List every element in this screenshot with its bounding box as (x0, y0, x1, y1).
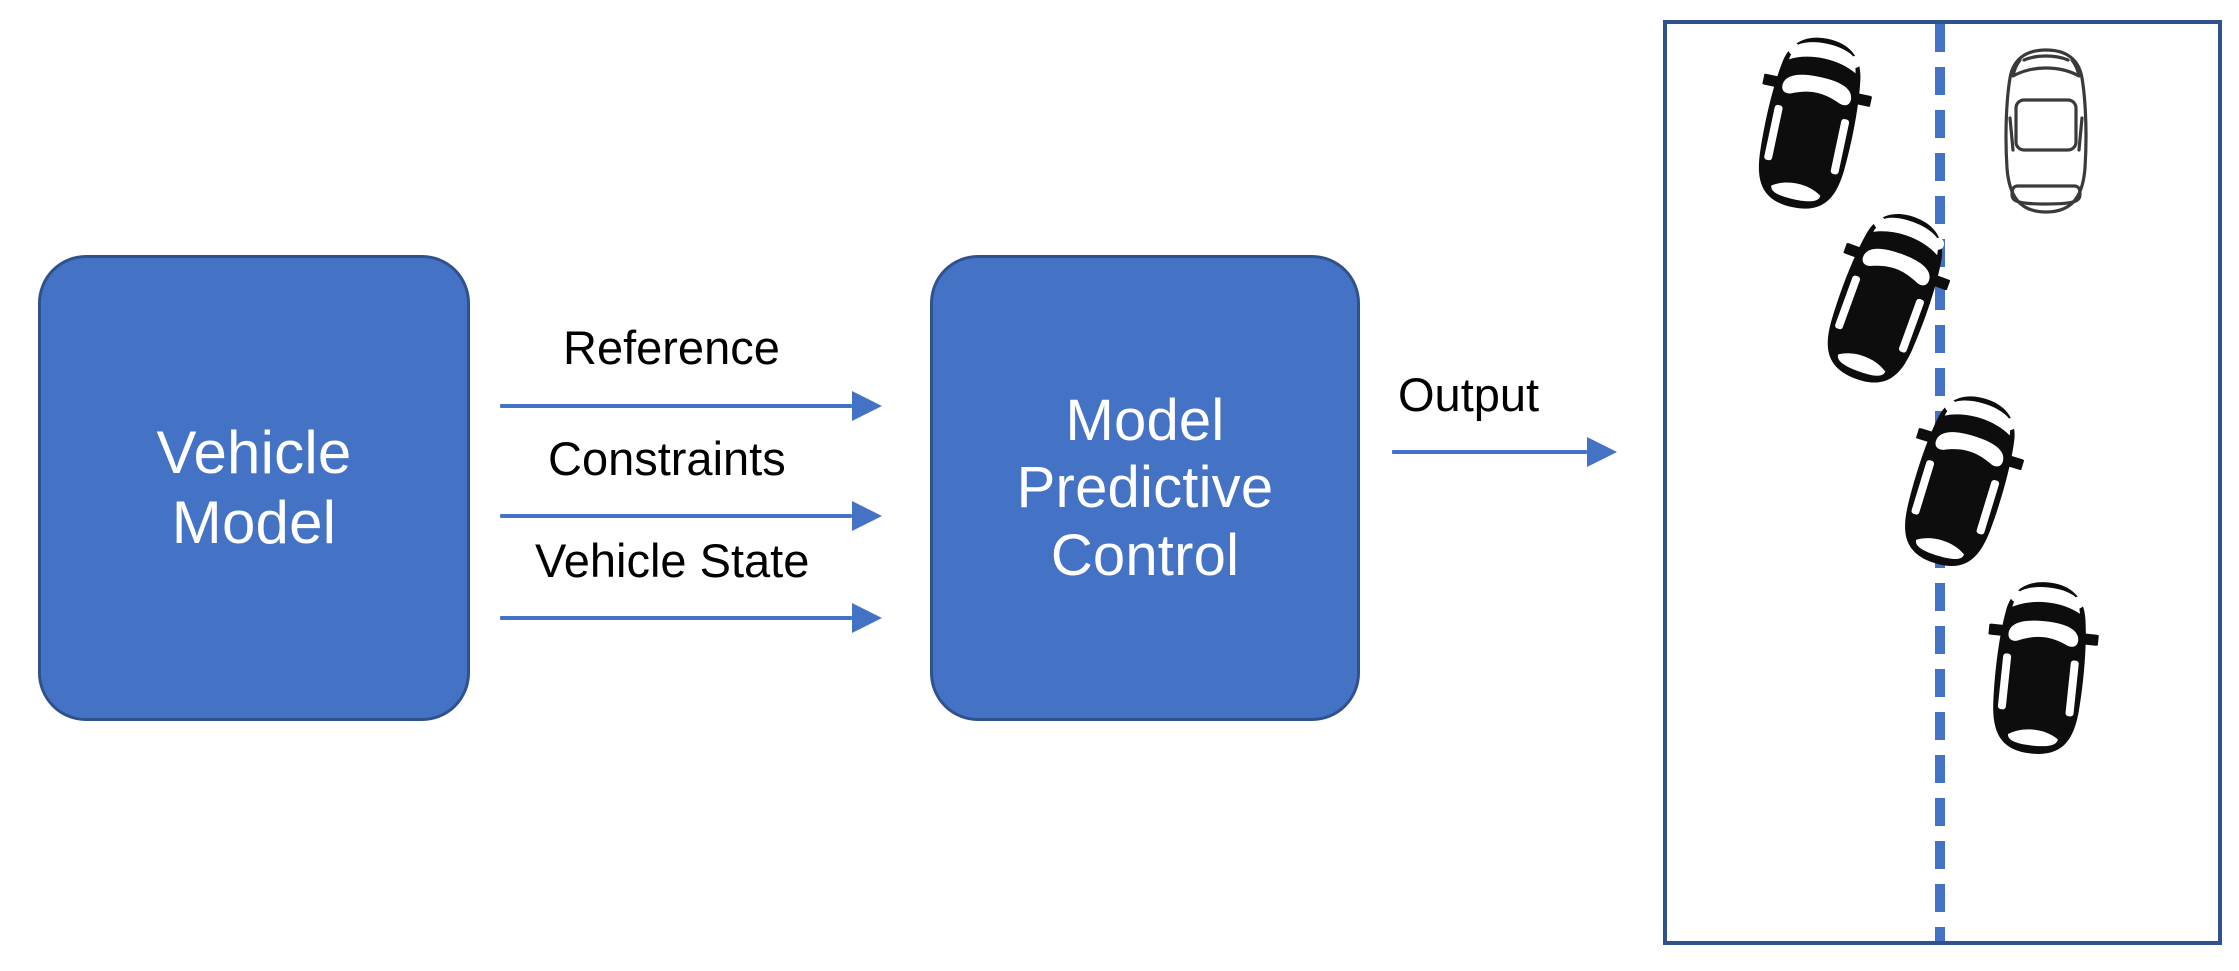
block-mpc-line-1: Model (1065, 388, 1225, 454)
arrow-shaft (500, 616, 852, 620)
signal-label-constraints: Constraints (548, 432, 786, 485)
arrow-head-icon (1587, 437, 1617, 467)
block-mpc-text: Model Predictive Control (1017, 387, 1274, 589)
block-vehicle-model-line-2: Model (171, 489, 337, 556)
signal-label-reference: Reference (563, 321, 780, 374)
road-scene-panel (1663, 20, 2222, 945)
arrow-shaft (500, 404, 852, 408)
ego-car-step-2 (1803, 196, 1968, 403)
car-top-view-icon (1827, 213, 1952, 383)
arrow-head-icon (852, 391, 882, 421)
ego-car-step-4 (1976, 574, 2104, 765)
arrow-head-icon (852, 501, 882, 531)
signal-label-vehicle-state: Vehicle State (535, 534, 810, 587)
car-top-view-icon (1905, 396, 2026, 567)
block-vehicle-model[interactable]: Vehicle Model (38, 255, 470, 721)
arrow-shaft (500, 514, 852, 518)
block-vehicle-model-line-1: Vehicle (156, 419, 352, 487)
ego-car-step-1 (1737, 25, 1882, 224)
arrow-head-icon (852, 603, 882, 633)
block-mpc-line-2: Predictive (1016, 455, 1274, 521)
car-outline-top-view-icon (2004, 48, 2088, 214)
signal-label-output: Output (1398, 368, 1540, 421)
car-top-view-icon (1758, 37, 1874, 209)
block-mpc-line-3: Control (1050, 522, 1240, 588)
ego-car-step-3 (1881, 380, 2039, 584)
block-vehicle-model-text: Vehicle Model (157, 418, 352, 557)
obstacle-car (1994, 46, 2098, 218)
car-top-view-icon (1986, 582, 2101, 754)
arrow-shaft (1392, 450, 1587, 454)
block-model-predictive-control[interactable]: Model Predictive Control (930, 255, 1360, 721)
